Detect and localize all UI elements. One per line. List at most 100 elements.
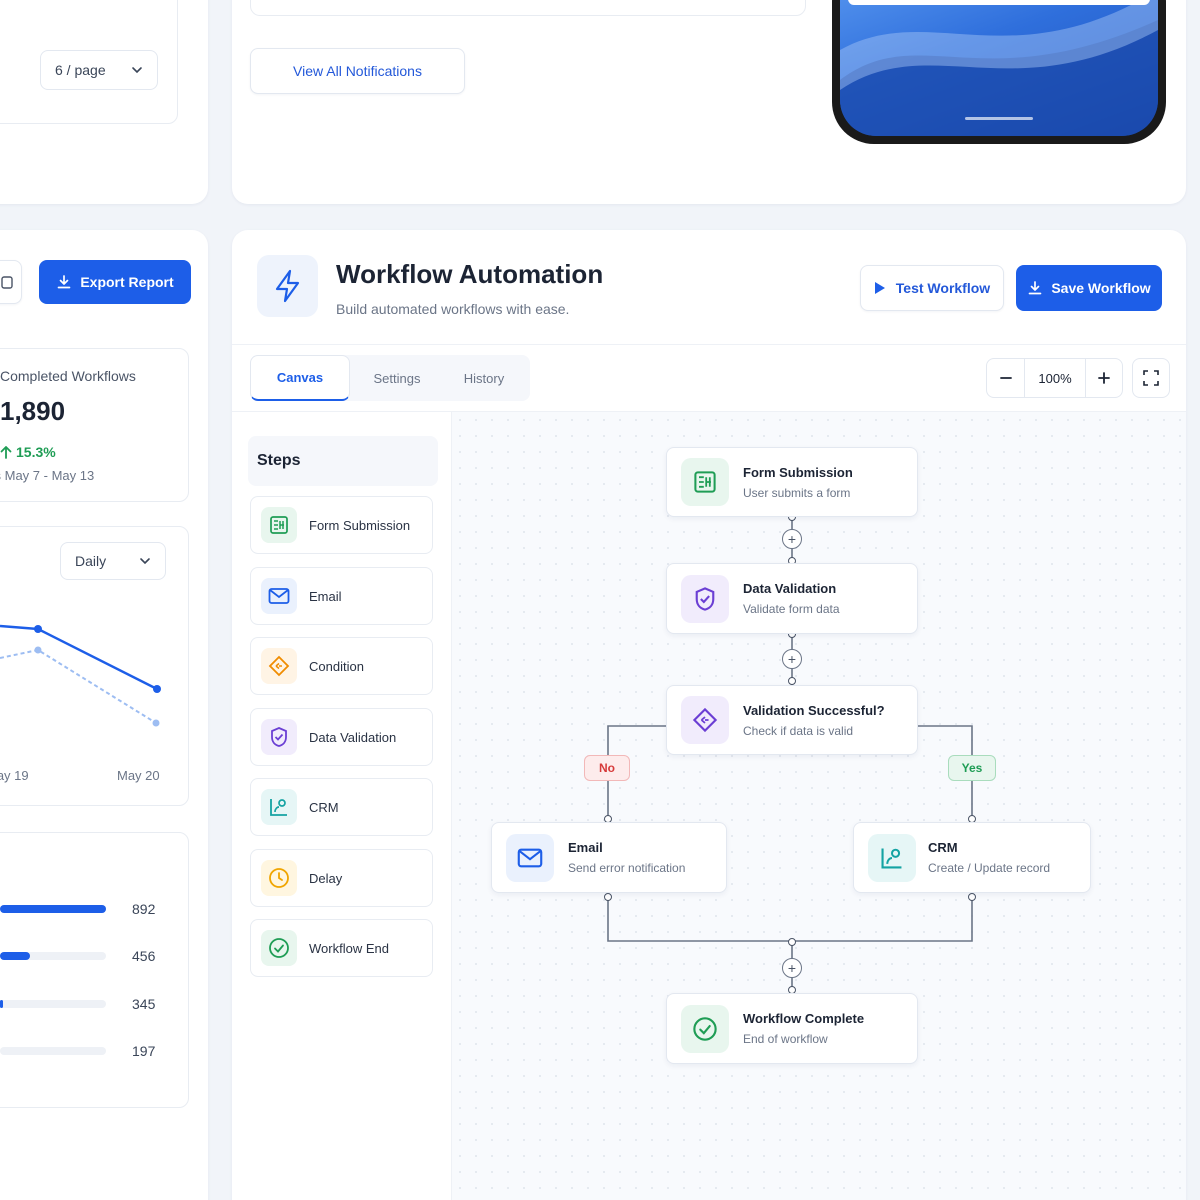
calendar-button[interactable] [0, 260, 22, 304]
node-data-validation[interactable]: Data Validation Validate form data [666, 563, 918, 634]
diamond-icon [268, 655, 290, 677]
page-subtitle: Build automated workflows with ease. [336, 301, 570, 317]
tab-canvas[interactable]: Canvas [250, 355, 350, 401]
node-title: Workflow Complete [743, 1011, 865, 1026]
completed-value: 1,890 [0, 396, 66, 426]
export-report-button[interactable]: Export Report [39, 260, 191, 304]
step-icon-box [261, 507, 297, 543]
check-circle-icon [693, 1016, 717, 1041]
node-workflow-complete[interactable]: Workflow Complete End of workflow [666, 993, 918, 1064]
bar-fill [0, 952, 30, 960]
node-subtitle: Validate form data [743, 602, 840, 616]
node-icon-box [681, 696, 729, 744]
crm-icon [270, 799, 287, 816]
connector-dot[interactable] [788, 938, 796, 946]
fullscreen-button[interactable] [1132, 358, 1170, 398]
zoom-controls: 100% [986, 358, 1123, 398]
calendar-icon [1, 276, 13, 289]
home-indicator [965, 117, 1033, 120]
mail-icon [517, 848, 543, 867]
crm-icon [881, 848, 902, 869]
step-crm[interactable]: CRM [250, 778, 433, 836]
add-step-button[interactable]: + [782, 529, 802, 549]
step-data-validation[interactable]: Data Validation [250, 708, 433, 766]
step-form-submission[interactable]: Form Submission [250, 496, 433, 554]
connector-dot[interactable] [968, 893, 976, 901]
chevron-down-icon [132, 67, 142, 74]
bar-row: 892 [0, 900, 180, 920]
node-email[interactable]: Email Send error notification [491, 822, 727, 893]
play-icon [874, 282, 885, 294]
node-icon-box [868, 833, 916, 882]
bar-fill [0, 1000, 3, 1008]
lightning-icon [275, 269, 299, 303]
zoom-out-button[interactable] [987, 359, 1025, 397]
change-indicator: 15.3% [0, 444, 56, 460]
series-previous-point [152, 719, 160, 727]
add-step-button[interactable]: + [782, 649, 802, 669]
node-subtitle: Check if data is valid [743, 723, 854, 738]
step-icon-box [261, 930, 297, 966]
node-crm[interactable]: CRM Create / Update record [853, 822, 1091, 893]
node-title: Email [568, 840, 603, 855]
zoom-in-button[interactable] [1085, 359, 1122, 397]
completed-stat-card [0, 348, 189, 502]
step-condition[interactable]: Condition [250, 637, 433, 695]
save-workflow-button[interactable]: Save Workflow [1016, 265, 1162, 311]
step-icon-box [261, 578, 297, 614]
connector-dot[interactable] [604, 893, 612, 901]
bar-track [0, 1000, 106, 1008]
bar-value: 345 [132, 996, 156, 1012]
node-form-submission[interactable]: Form Submission User submits a form [666, 447, 918, 517]
step-delay[interactable]: Delay [250, 849, 433, 907]
period-select[interactable]: Daily [60, 542, 166, 580]
page-size-select[interactable]: 6 / page [40, 50, 158, 90]
clock-icon [269, 868, 289, 888]
download-icon [57, 275, 71, 289]
tabs-divider [232, 411, 1186, 412]
x-tick-may19: May 19 [0, 768, 29, 783]
node-text: Form Submission User submits a form [743, 465, 853, 500]
test-workflow-button[interactable]: Test Workflow [860, 265, 1004, 311]
node-icon-box [506, 833, 554, 882]
x-tick-may20: May 20 [117, 768, 160, 783]
step-icon-box [261, 789, 297, 825]
steps-divider [451, 412, 452, 1200]
series-current-point [153, 685, 161, 693]
node-subtitle: Create / Update record [928, 861, 1051, 875]
tab-history[interactable]: History [463, 370, 505, 386]
trend-line-chart [0, 624, 161, 727]
connector-dot[interactable] [788, 677, 796, 685]
series-previous-point [34, 646, 42, 654]
zoom-level: 100% [1038, 370, 1072, 386]
add-step-button[interactable]: + [782, 958, 802, 978]
form-icon [694, 471, 716, 493]
workflow-header-icon [257, 255, 318, 317]
step-icon-box [261, 719, 297, 755]
check-circle-icon [269, 938, 289, 958]
view-all-notifications-button[interactable]: View All Notifications [250, 48, 465, 94]
bar-value: 892 [132, 901, 156, 917]
node-text: CRM Create / Update record [928, 840, 1050, 875]
arrow-up-icon [0, 446, 12, 459]
node-subtitle: Send error notification [568, 861, 686, 875]
shield-icon [695, 586, 715, 611]
bar-row: 456 [0, 947, 180, 967]
series-current-point [34, 625, 42, 633]
step-email[interactable]: Email [250, 567, 433, 625]
bar-track [0, 952, 106, 960]
tab-settings[interactable]: Settings [373, 370, 421, 386]
node-icon-box [681, 458, 729, 506]
step-workflow-end[interactable]: Workflow End [250, 919, 433, 977]
bars-card [0, 832, 189, 1108]
completed-label: Completed Workflows [0, 368, 136, 384]
phone-status-bar [848, 0, 1150, 5]
bar-value: 197 [132, 1043, 156, 1059]
node-subtitle: End of workflow [743, 1032, 828, 1046]
diamond-icon [692, 707, 718, 733]
node-icon-box [681, 1004, 729, 1053]
node-condition[interactable]: Validation Successful? Check if data is … [666, 685, 918, 755]
workflow-canvas[interactable] [452, 412, 1186, 1200]
download-icon [1028, 281, 1042, 295]
bar-row: 197 [0, 1042, 180, 1062]
